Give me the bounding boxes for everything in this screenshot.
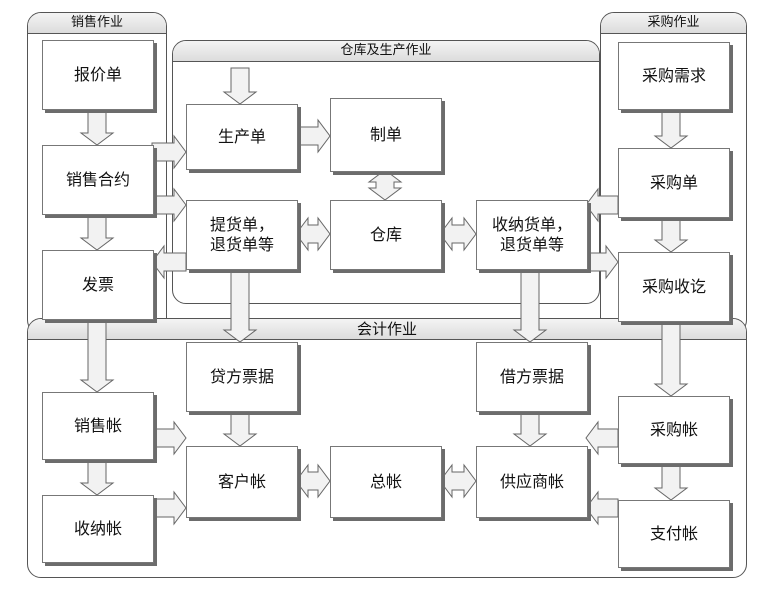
arrow-payment-to-supplier	[585, 490, 619, 526]
sales-panel-title: 销售作业	[28, 13, 166, 34]
arrow-customer-ledger	[295, 463, 331, 499]
arrow-ledger-supplier	[439, 463, 477, 499]
purchase-account-box: 采购帐	[618, 396, 730, 464]
credit-voucher-box: 贷方票据	[186, 342, 298, 412]
sales-account-box: 销售帐	[42, 392, 154, 460]
arrow-manufacture-warehouse	[367, 169, 403, 201]
arrow-debit-to-supplier	[512, 409, 548, 447]
arrow-sales-to-collection	[79, 457, 115, 496]
collection-account-box: 收纳帐	[42, 495, 154, 563]
payment-account-box: 支付帐	[618, 500, 730, 568]
receipt-note-box: 收纳货单， 退货单等	[476, 200, 588, 270]
purchase-receipt-box: 采购收讫	[618, 252, 730, 322]
arrow-delivery-to-credit	[222, 267, 258, 343]
arrow-quote-to-contract	[79, 107, 115, 146]
production-order-box: 生产单	[186, 104, 298, 170]
arrow-warehouse-receipt	[439, 216, 477, 252]
purchase-order-box: 采购单	[618, 148, 730, 218]
arrow-collection-to-customer	[151, 490, 187, 526]
debit-voucher-box: 借方票据	[476, 342, 588, 412]
sales-contract-box: 销售合约	[42, 145, 154, 215]
arrow-purchase-to-payment	[653, 461, 689, 501]
arrow-order-to-receipt-note	[585, 187, 619, 223]
arrow-production-to-manufacture	[295, 118, 331, 154]
accounting-panel-title: 会计作业	[28, 319, 746, 340]
warehouse-box: 仓库	[330, 200, 442, 270]
supplier-account-box: 供应商帐	[476, 446, 588, 518]
customer-account-box: 客户帐	[186, 446, 298, 518]
arrow-sales-to-customer	[151, 420, 187, 456]
arrow-receipt-note-to-purchase-receipt	[585, 244, 619, 280]
invoice-box: 发票	[42, 250, 154, 320]
arrow-order-to-receipt	[653, 215, 689, 253]
arrow-invoice-to-sales-account	[79, 317, 115, 393]
arrow-request-to-order	[653, 107, 689, 149]
manufacture-box: 制单	[330, 98, 442, 172]
purchase-request-box: 采购需求	[618, 42, 730, 110]
arrow-into-production	[222, 67, 258, 105]
arrow-delivery-to-invoice	[151, 244, 187, 280]
arrow-delivery-warehouse	[295, 216, 331, 252]
delivery-note-box: 提货单， 退货单等	[186, 200, 298, 270]
arrow-contract-to-delivery	[151, 187, 187, 223]
arrow-receipt-to-debit	[512, 267, 548, 343]
arrow-purchase-to-supplier	[585, 420, 619, 456]
warehouse-panel-title: 仓库及生产作业	[173, 41, 599, 62]
purchase-panel-title: 采购作业	[601, 13, 746, 34]
arrow-contract-to-production	[151, 134, 187, 170]
general-ledger-box: 总帐	[330, 446, 442, 518]
quote-box: 报价单	[42, 40, 154, 110]
arrow-receipt-to-purchase-account	[653, 319, 689, 397]
arrow-contract-to-invoice	[79, 212, 115, 251]
arrow-credit-to-customer	[222, 409, 258, 447]
